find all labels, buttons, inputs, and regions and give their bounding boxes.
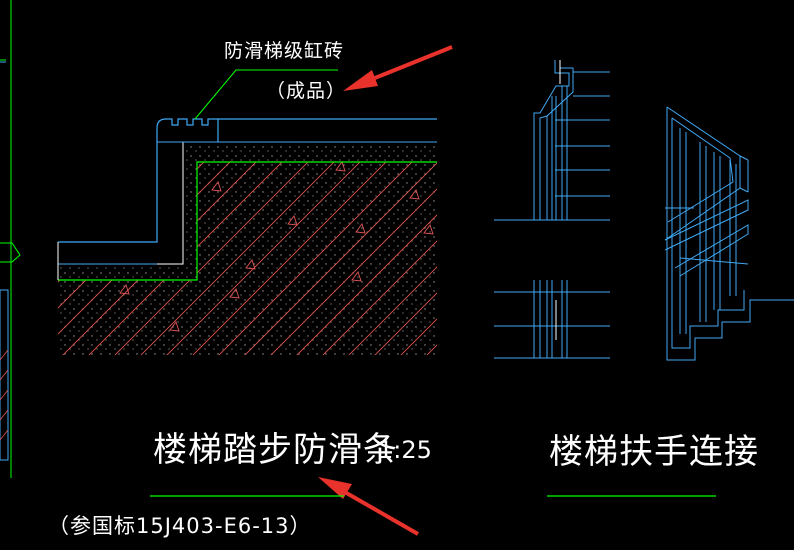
detail-title-stair-tread: 楼梯踏步防滑条 bbox=[153, 430, 398, 470]
hatch-line bbox=[369, 162, 437, 355]
callout-tile-label: 防滑梯级缸砖 bbox=[224, 40, 345, 62]
hatch-line bbox=[161, 162, 363, 355]
handrail-perspective bbox=[664, 106, 794, 361]
hatch-line bbox=[343, 162, 437, 355]
detail-scale: 1:25 bbox=[378, 436, 432, 464]
hatch-line bbox=[317, 162, 437, 355]
detail-title-handrail: 楼梯扶手连接 bbox=[549, 432, 759, 472]
annotation-arrow-bottom bbox=[318, 477, 419, 536]
hatch-line bbox=[187, 162, 389, 355]
hatch-line bbox=[421, 162, 437, 355]
hatch-line bbox=[213, 162, 415, 355]
hatch-line bbox=[474, 160, 674, 360]
hatch-line bbox=[448, 160, 648, 360]
callout-tile-sublabel: （成品） bbox=[266, 80, 347, 102]
concrete-hatch bbox=[58, 160, 674, 360]
stair-tread-detail bbox=[58, 69, 674, 360]
standard-reference: （参国标15J403-E6-13） bbox=[48, 514, 312, 538]
annotation-arrow-top bbox=[343, 45, 453, 91]
hatch-line bbox=[239, 162, 437, 355]
hatch-line bbox=[291, 162, 437, 355]
hatch-line bbox=[135, 162, 337, 355]
left-edge-detail bbox=[0, 0, 21, 478]
handrail-section-elevation bbox=[494, 60, 610, 359]
hatch-line bbox=[265, 162, 437, 355]
hatch-line bbox=[109, 162, 311, 355]
hatch-line bbox=[395, 162, 437, 355]
